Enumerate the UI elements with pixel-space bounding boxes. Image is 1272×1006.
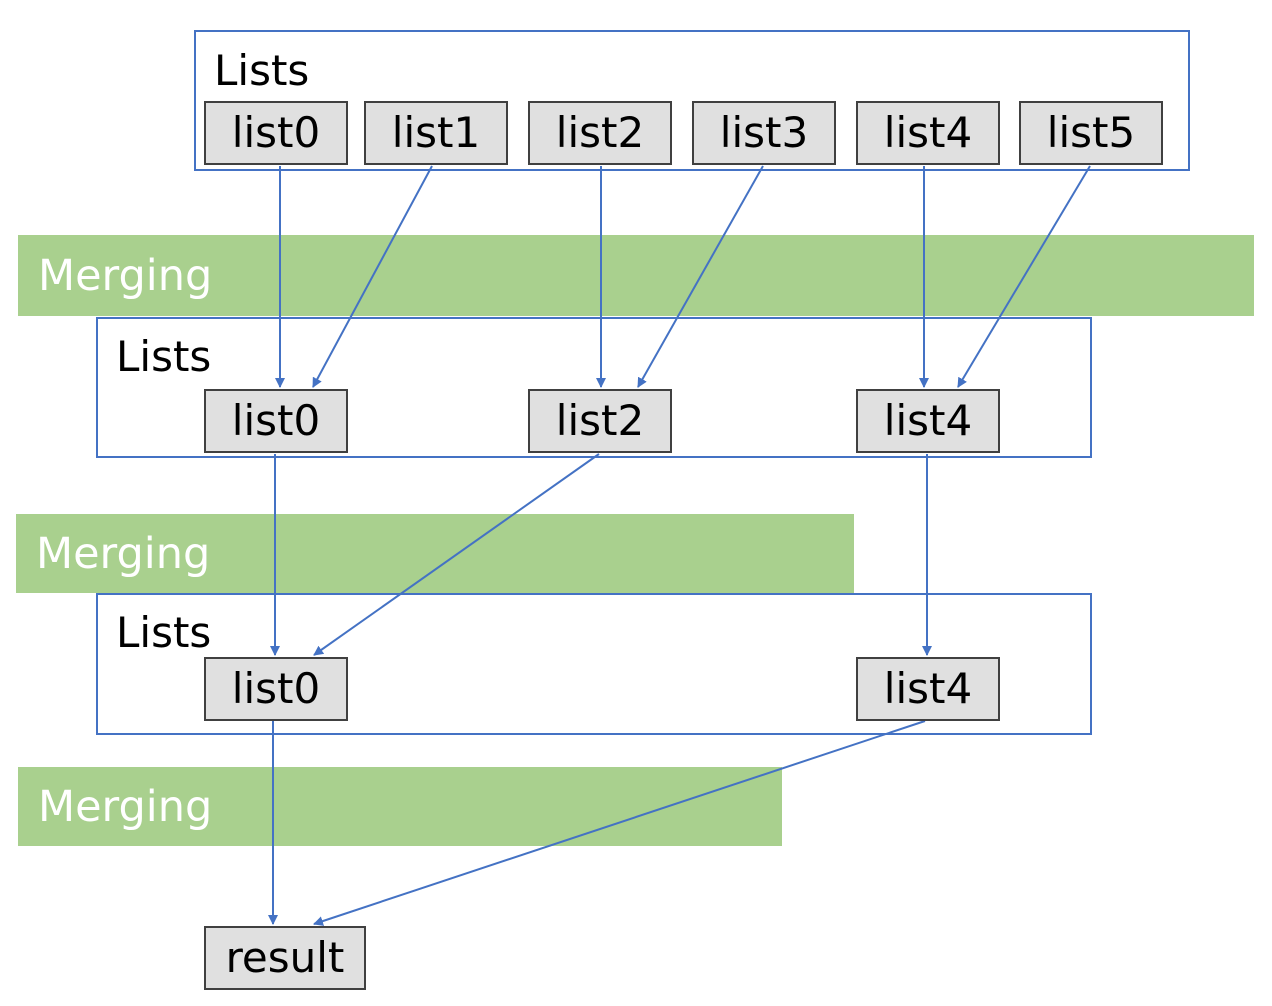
- list-box-stage1-list4[interactable]: list4: [856, 389, 1000, 453]
- lists-title-stage2: Lists: [116, 608, 212, 657]
- list-box-stage0-list4[interactable]: list4: [856, 101, 1000, 165]
- lists-title-stage1: Lists: [116, 332, 212, 381]
- lists-title-stage0: Lists: [214, 46, 310, 95]
- merging-label-2: Merging: [36, 529, 211, 579]
- merging-band-1: [18, 235, 1254, 316]
- list-box-stage0-list0[interactable]: list0: [204, 101, 348, 165]
- arrow-s1-list2-to-s2-list0: [313, 453, 600, 656]
- list-box-stage1-list2[interactable]: list2: [528, 389, 672, 453]
- lists-group-stage2: [96, 593, 1092, 735]
- list-box-stage2-list0[interactable]: list0: [204, 657, 348, 721]
- arrow-s0-list5-to-s1-list4: [957, 165, 1091, 388]
- merging-band-3: [18, 767, 782, 846]
- arrow-s2-list4-to-result: [313, 720, 926, 926]
- list-box-stage0-list1[interactable]: list1: [364, 101, 508, 165]
- merging-band-2: [16, 514, 854, 593]
- list-box-stage0-list2[interactable]: list2: [528, 101, 672, 165]
- result-box[interactable]: result: [204, 926, 366, 990]
- list-box-stage1-list0[interactable]: list0: [204, 389, 348, 453]
- merging-label-1: Merging: [38, 251, 213, 301]
- merging-label-3: Merging: [38, 782, 213, 832]
- arrow-s0-list1-to-s1-list0: [312, 165, 433, 388]
- lists-group-stage0: [194, 30, 1190, 171]
- arrow-s0-list3-to-s1-list2: [637, 165, 764, 388]
- list-box-stage0-list5[interactable]: list5: [1019, 101, 1163, 165]
- list-box-stage2-list4[interactable]: list4: [856, 657, 1000, 721]
- list-box-stage0-list3[interactable]: list3: [692, 101, 836, 165]
